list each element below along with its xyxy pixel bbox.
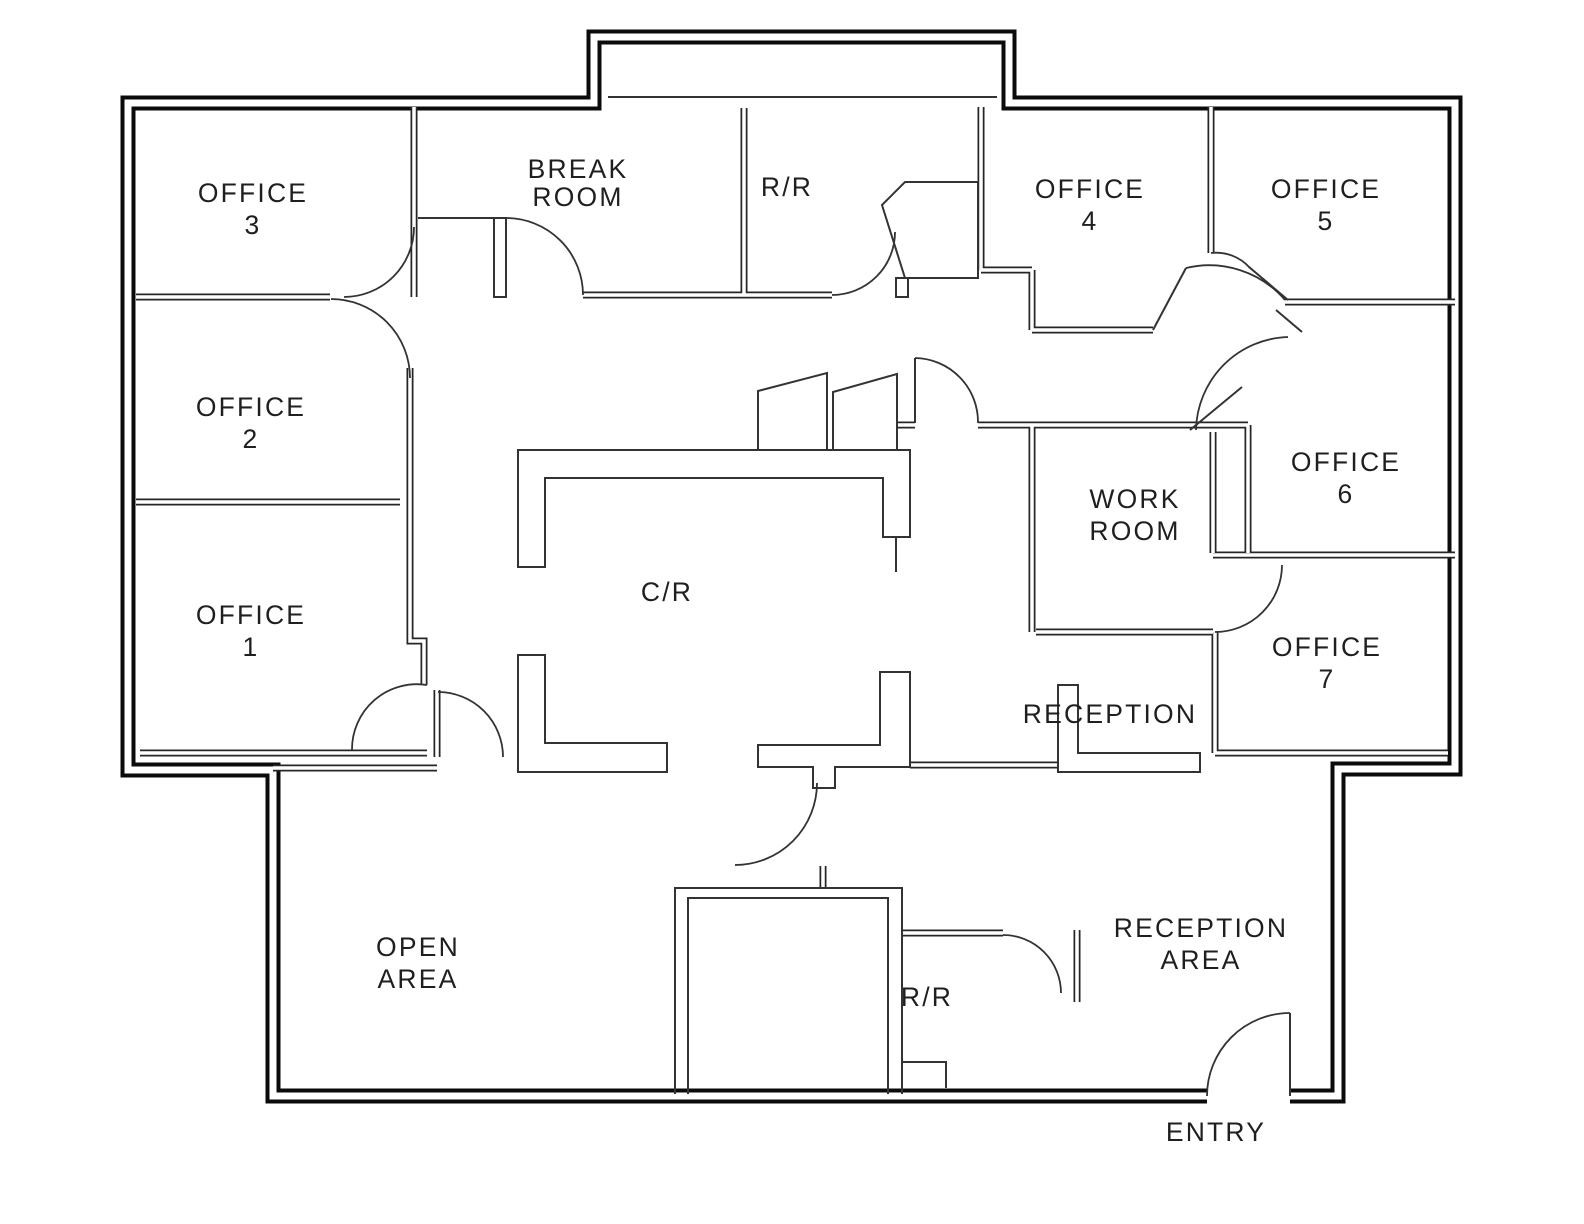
room-label-office-5-l2: 5: [1318, 206, 1335, 236]
entry-door-arc: [1206, 1012, 1291, 1097]
room-label-office-7-l2: 7: [1319, 664, 1336, 694]
restroom-top-door-arc: [831, 231, 896, 296]
room-label-break-room-l2: ROOM: [532, 182, 623, 212]
corridor-door-arc: [914, 357, 979, 424]
cubicle-wall-right: [757, 671, 911, 789]
room-label-reception: RECEPTION: [1023, 699, 1197, 729]
door-swings: [330, 217, 1291, 1097]
room-label-reception-area-l1: RECEPTION: [1114, 913, 1288, 943]
partition-panel-left: [757, 371, 828, 451]
office-4-door-leaf: [1152, 267, 1187, 331]
interior-walls: [136, 107, 1455, 1002]
office-6-door-arc: [1195, 336, 1289, 431]
conference-room-wall: [517, 449, 911, 568]
storage-room-outer-wall: [674, 887, 903, 1094]
hall-angled-wall-left: [1189, 386, 1243, 431]
room-label-work-room-l2: ROOM: [1089, 516, 1180, 546]
room-label-office-7-l1: OFFICE: [1272, 632, 1382, 662]
hall-angled-wall-right: [1275, 309, 1303, 333]
office-4-door-arc: [1185, 264, 1286, 301]
office-7-door-arc: [1214, 564, 1283, 633]
room-label-restroom-top: R/R: [761, 172, 813, 202]
toilet-partition: [902, 1061, 947, 1088]
exterior-walls: [120, 29, 1463, 1104]
wall-shapes: [493, 181, 1201, 1094]
partition-panel-right: [832, 372, 898, 451]
center-hall-door-arc: [734, 782, 818, 866]
room-label-office-1-l1: OFFICE: [196, 600, 306, 630]
room-label-restroom-bottom: R/R: [901, 982, 953, 1012]
room-labels: OFFICE 3 BREAK ROOM R/R OFFICE 4 OFFICE …: [196, 154, 1401, 1147]
reception-desk: [1057, 684, 1201, 773]
restroom-bottom-door-arc: [1002, 934, 1062, 994]
room-label-break-room-l1: BREAK: [528, 154, 629, 184]
room-label-entry: ENTRY: [1166, 1117, 1266, 1147]
office-5-door-leaf: [1248, 266, 1289, 301]
room-label-open-area-l2: AREA: [378, 964, 459, 994]
break-room-door-arc: [505, 217, 584, 296]
room-label-work-room-l1: WORK: [1089, 484, 1180, 514]
room-label-reception-area-l2: AREA: [1161, 945, 1242, 975]
room-label-office-6-l2: 6: [1338, 479, 1355, 509]
room-label-office-2-l1: OFFICE: [196, 392, 306, 422]
cubicle-wall-left: [517, 654, 668, 773]
office-1-door-arc: [351, 683, 428, 751]
restroom-angled-wall: [880, 181, 979, 279]
room-label-office-4-l2: 4: [1082, 206, 1099, 236]
office-5-door-arc: [1210, 251, 1251, 269]
storage-room-inner-wall: [687, 897, 889, 1094]
exterior-wall-core: [124, 33, 1459, 1100]
room-label-office-4-l1: OFFICE: [1035, 174, 1145, 204]
open-area-door-arc: [437, 691, 504, 758]
room-label-office-1-l2: 1: [243, 632, 260, 662]
interior-wall-cores: [136, 107, 1455, 1002]
room-label-office-5-l1: OFFICE: [1271, 174, 1381, 204]
break-room-door-pier: [493, 217, 507, 298]
hallway-door-arc-upper: [330, 298, 411, 379]
room-label-office-2-l2: 2: [243, 424, 260, 454]
office-3-door-arc: [343, 226, 415, 298]
room-label-office-3-l1: OFFICE: [198, 178, 308, 208]
room-label-office-6-l1: OFFICE: [1291, 447, 1401, 477]
room-label-conference-room: C/R: [641, 577, 693, 607]
restroom-wall-stub: [895, 277, 909, 298]
room-label-office-3-l2: 3: [245, 210, 262, 240]
thin-lines: [418, 217, 1303, 1096]
room-label-open-area-l1: OPEN: [376, 932, 460, 962]
